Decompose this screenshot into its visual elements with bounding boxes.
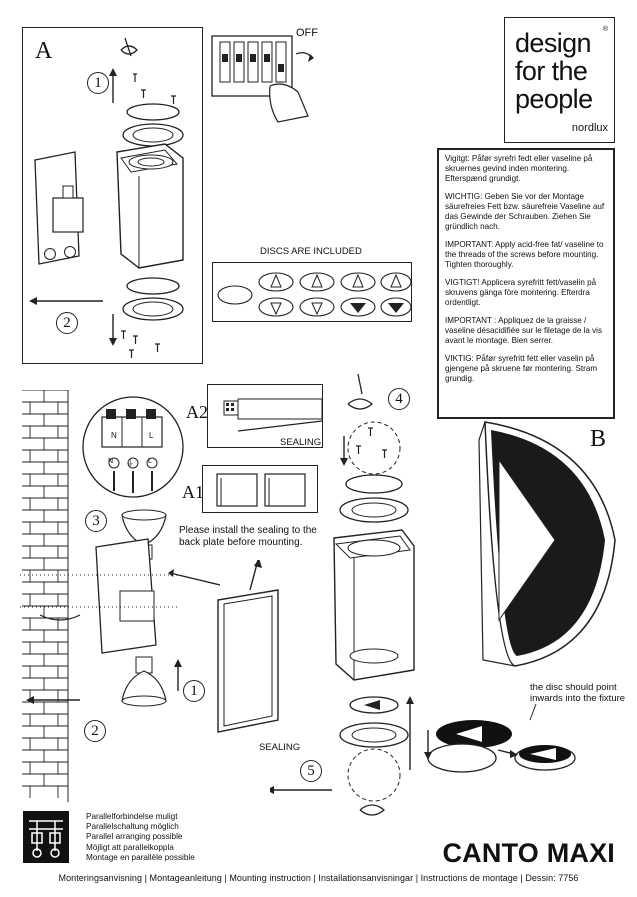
brand-logo: design for the people ® nordlux bbox=[504, 17, 615, 143]
a1-detail bbox=[202, 465, 318, 513]
step-4-badge: 4 bbox=[388, 388, 410, 410]
a2-detail bbox=[207, 384, 323, 448]
a2-sealing-label: SEALING bbox=[280, 437, 322, 448]
step-2-badge: 2 bbox=[56, 312, 78, 334]
parallel-de: Parallelschaltung möglich bbox=[86, 822, 179, 832]
sealing-frame bbox=[217, 560, 279, 733]
a1-label: A1 bbox=[182, 482, 204, 502]
logo-line-2: for the bbox=[515, 56, 588, 86]
warning-box: Vigitgt: Påfør syrefri fedt eller vaseli… bbox=[437, 148, 615, 419]
terminal-l-label: L bbox=[149, 431, 154, 440]
terminal-n-label: N bbox=[111, 431, 117, 440]
assembly-left-drawing bbox=[20, 509, 220, 707]
warning-da: Vigitgt: Påfør syrefri fedt eller vaseli… bbox=[445, 154, 593, 183]
brick-wall bbox=[22, 390, 70, 802]
warning-en: IMPORTANT: Apply acid-free fat/ vaseline… bbox=[445, 240, 604, 269]
off-label: OFF bbox=[296, 27, 318, 39]
logo-line-3: people bbox=[515, 84, 593, 114]
wiring-detail bbox=[82, 396, 184, 498]
warning-de: WICHTIG: Geben Sie vor der Montage säure… bbox=[445, 192, 605, 231]
a1-drawing bbox=[216, 473, 306, 507]
a2-label: A2 bbox=[186, 402, 208, 422]
terminal-n-symbol: N bbox=[108, 458, 114, 465]
logo-line-1: design bbox=[515, 28, 592, 58]
discs-box bbox=[212, 262, 412, 322]
parallel-fr: Montage en parallèle possible bbox=[86, 852, 195, 862]
parallel-da: Parallelforbindelse muligt bbox=[86, 812, 178, 821]
parallel-icon-drawing bbox=[29, 820, 63, 858]
discs-label: DISCS ARE INCLUDED bbox=[260, 246, 362, 257]
disc-orientation-drawing bbox=[424, 703, 576, 773]
step-5-badge: 5 bbox=[300, 760, 322, 782]
install-note: Please install the sealing to the back p… bbox=[179, 525, 317, 548]
section-b-letter: B bbox=[590, 426, 607, 452]
sealing-label: SEALING bbox=[259, 742, 301, 753]
discs-drawing bbox=[217, 272, 412, 317]
warning-no: VIKTIG: Påfør syrefritt fett eller vasel… bbox=[445, 354, 598, 383]
section-a-panel: A 1 2 bbox=[22, 27, 203, 364]
power-off-drawing bbox=[211, 35, 314, 123]
parallel-sv: Möjligt att parallelkoppla bbox=[86, 842, 174, 852]
parallel-connection-icon bbox=[23, 811, 69, 863]
assembly-center-drawing bbox=[270, 373, 415, 816]
warning-fr: IMPORTANT : Appliquez de la graisse / va… bbox=[445, 316, 603, 345]
step-2b-badge: 2 bbox=[84, 720, 106, 742]
earth-symbol: ⏚ bbox=[127, 460, 134, 467]
section-a-letter: A bbox=[35, 38, 53, 64]
brand-name: nordlux bbox=[571, 122, 608, 134]
parallel-text-list: Parallelforbindelse muligt Parallelschal… bbox=[86, 812, 195, 863]
product-title: CANTO MAXI bbox=[442, 838, 615, 868]
step-3-badge: 3 bbox=[85, 510, 107, 532]
step-1-badge: 1 bbox=[87, 72, 109, 94]
step-1b-badge: 1 bbox=[183, 680, 205, 702]
section-a-drawing bbox=[29, 37, 184, 358]
footer-text: Monteringsanvisning | Montageanleitung |… bbox=[58, 873, 579, 883]
registered-mark: ® bbox=[602, 26, 608, 33]
warning-sv: VIGTIGT! Applicera syrefritt fett/vaseli… bbox=[445, 278, 597, 307]
a2-drawing bbox=[223, 398, 323, 432]
terminal-l-symbol: L bbox=[148, 458, 152, 465]
disc-note: the disc should point inwards into the f… bbox=[530, 682, 626, 704]
parallel-en: Parallel arranging possible bbox=[86, 832, 183, 842]
section-b-drawing bbox=[478, 421, 616, 667]
